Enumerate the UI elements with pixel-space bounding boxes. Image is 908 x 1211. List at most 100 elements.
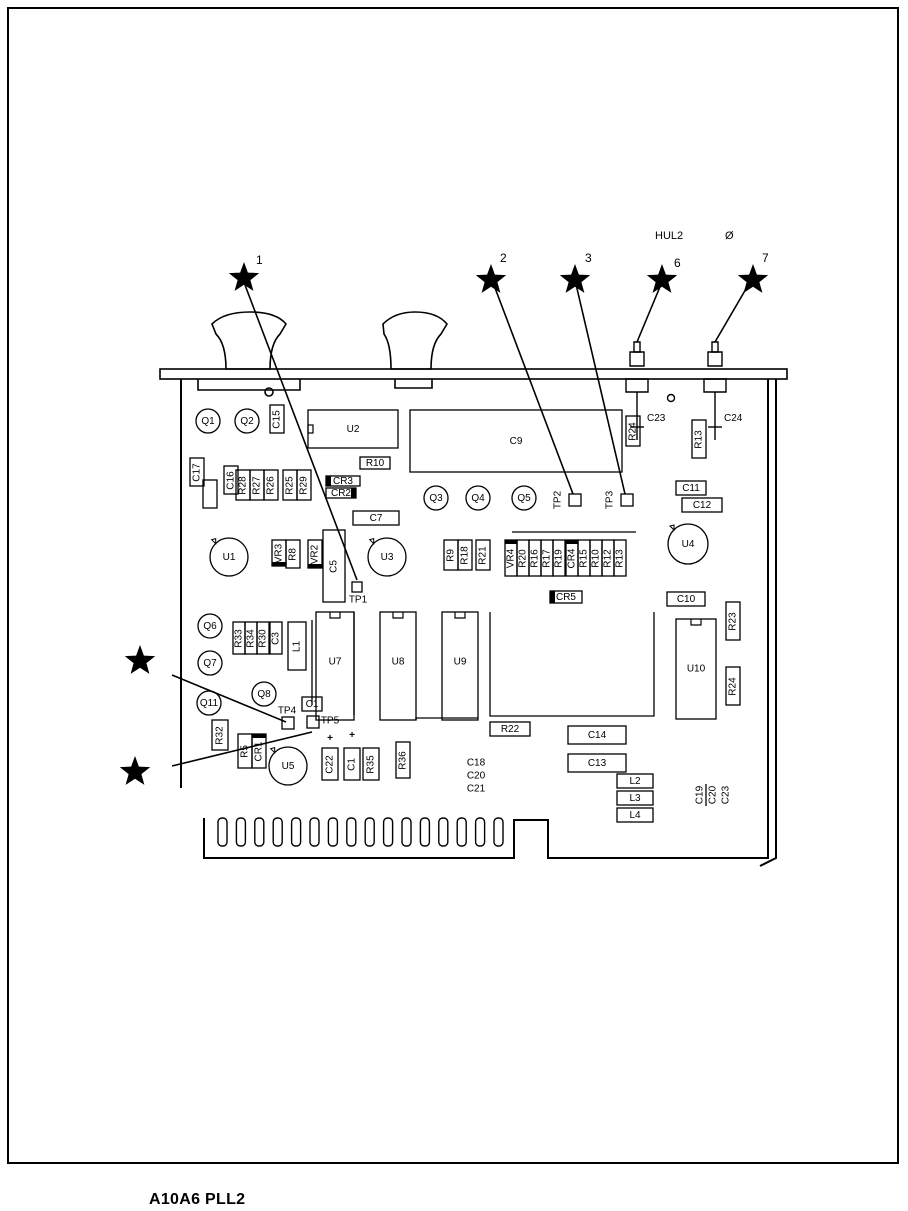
component-r35-label: R35 (366, 755, 377, 774)
component-u1 (209, 537, 249, 577)
component-r26 (263, 469, 279, 501)
component-r17-label: R17 (542, 549, 553, 568)
connector-finger (272, 817, 283, 847)
component-r30 (256, 621, 270, 655)
component-r30-label: R30 (258, 629, 269, 648)
callout-star-6 (646, 264, 678, 293)
component-u4-label: U4 (682, 539, 695, 550)
component-r16-label: R16 (530, 549, 541, 568)
component-c11 (675, 480, 707, 496)
test-point-tp2-label: TP2 (553, 490, 564, 509)
component-r36 (395, 741, 411, 779)
component-c12-label: C12 (693, 500, 712, 511)
component-q1 (195, 408, 221, 434)
component-cr5-label: CR5 (556, 592, 576, 603)
component-l3 (616, 790, 654, 806)
label-c23: C23 (647, 413, 666, 424)
component-r29 (296, 469, 312, 501)
component-q3 (423, 485, 449, 511)
component-c22-label: C22 (325, 755, 336, 774)
component-u9 (441, 611, 479, 721)
component-r5-label: R5 (240, 745, 251, 758)
component-u3-label: U3 (381, 552, 394, 563)
component-r36-label: R36 (398, 751, 409, 770)
callout-stars (119, 262, 769, 785)
component-r18 (457, 539, 473, 571)
component-vr4-band (505, 540, 517, 544)
test-point-tp4-label: TP4 (278, 706, 297, 717)
component-q7-label: Q7 (203, 658, 217, 669)
component-l1-label: L1 (292, 641, 303, 653)
component-q6 (197, 613, 223, 639)
component-vr2-band (308, 564, 322, 568)
callout-star-3 (559, 264, 591, 293)
component-r21 (475, 539, 491, 571)
callout-star-7 (737, 264, 769, 293)
component-c13-label: C13 (588, 758, 607, 769)
component-u8 (379, 611, 417, 721)
component-l2 (616, 773, 654, 789)
component-r10-label: R10 (591, 549, 602, 568)
region-outline (489, 612, 655, 717)
component-r28-label: R28 (238, 476, 249, 495)
drawing-frame (7, 7, 899, 1164)
connector-finger (474, 817, 486, 847)
component-r32 (211, 719, 229, 751)
component-r25-label: R25 (285, 476, 296, 495)
connector-finger (327, 817, 339, 847)
component-q8 (251, 681, 277, 707)
component-c12 (681, 497, 723, 513)
component-q8-label: Q8 (257, 689, 271, 700)
component-r24 (725, 666, 741, 706)
component-u5-label: U5 (282, 761, 295, 772)
label-c18: C18 (467, 758, 486, 769)
component-q6-label: Q6 (203, 621, 217, 632)
callout-star-4 (124, 645, 156, 674)
component-c3 (269, 621, 283, 655)
component-r19-label: R19 (554, 549, 565, 568)
component-vr2-label: VR2 (310, 544, 321, 564)
callout-3: 3 (585, 251, 592, 265)
component-cr1-band (252, 734, 266, 738)
test-point-tp1 (351, 581, 363, 593)
component-r15-label: R15 (579, 549, 590, 568)
component-r32-label: R32 (215, 726, 226, 745)
component-r34-label: R34 (246, 629, 257, 648)
component-r12-label: R12 (603, 549, 614, 568)
component-r10-label: R10 (366, 458, 385, 469)
polarity-mark-0: + (327, 733, 333, 744)
component-r24-label: R24 (628, 422, 639, 441)
component-q2-label: Q2 (240, 416, 254, 427)
component-u5-tab (269, 747, 276, 754)
part-code: HUL2 (655, 230, 683, 242)
connector-finger (493, 817, 504, 847)
component-l2-label: L2 (629, 776, 641, 787)
callout-7: 7 (762, 251, 769, 265)
callout-leaders (171, 279, 751, 767)
rf-connectors (625, 341, 727, 440)
test-point-tp5 (306, 715, 320, 729)
callout-star-5 (119, 756, 151, 785)
ic-area-outline (311, 612, 478, 720)
component-c10-label: C10 (677, 594, 696, 605)
component-q3-label: Q3 (429, 493, 443, 504)
component-c16-label: C16 (226, 471, 237, 490)
connector-finger (309, 817, 320, 847)
test-point-tp4 (281, 716, 295, 730)
component-r13-label: R13 (615, 549, 626, 568)
component-r29-label: R29 (299, 476, 310, 495)
connector-finger (456, 817, 467, 847)
component-u4-tab (669, 524, 675, 532)
component-u2-label: U2 (347, 424, 360, 435)
connector-finger (382, 817, 394, 847)
component-vr4-label: VR4 (506, 548, 517, 568)
component-q4 (465, 485, 491, 511)
test-point-tp3-label: TP3 (605, 490, 616, 509)
component-u7-label: U7 (329, 657, 342, 668)
component-q5 (511, 485, 537, 511)
test-point-tp2 (568, 493, 582, 507)
label-c20: C20 (708, 785, 719, 804)
component-r27-label: R27 (252, 476, 263, 495)
component-r26-label: R26 (266, 476, 277, 495)
